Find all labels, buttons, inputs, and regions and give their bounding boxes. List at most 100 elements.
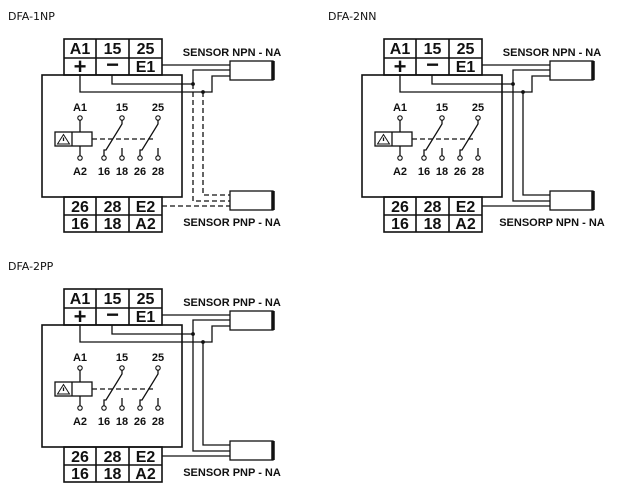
contact-25-label: 25	[152, 352, 164, 364]
terminal-point	[155, 155, 161, 161]
diagram-title: DFA-1NP	[8, 10, 55, 23]
wire-minus	[111, 75, 193, 85]
terminal-label: 16	[71, 466, 89, 483]
contact-15-label: 15	[116, 102, 128, 114]
warning-icon	[376, 133, 391, 145]
terminal-label: 28	[424, 199, 442, 216]
terminal-point	[439, 155, 445, 161]
terminal-label: A2	[455, 216, 476, 233]
terminal-label: 15	[424, 41, 442, 58]
terminal-point	[119, 405, 125, 411]
terminal-minus-label: −	[426, 52, 439, 77]
terminal-label: E2	[136, 199, 156, 216]
coil-a2-label: A2	[73, 166, 87, 178]
terminal-point	[77, 405, 83, 411]
terminal-label: 28	[104, 199, 122, 216]
terminal-point	[119, 155, 125, 161]
contact-15-label: 15	[116, 352, 128, 364]
terminal-label: E2	[136, 449, 156, 466]
switch-contact-2	[139, 120, 159, 156]
switch-contact-1	[103, 370, 123, 406]
terminal-label: E2	[456, 199, 476, 216]
terminal-point	[457, 155, 463, 161]
contact-25-label: 25	[152, 102, 164, 114]
wire-minus	[431, 75, 513, 85]
terminal-label: 15	[104, 41, 122, 58]
warning-icon	[56, 383, 71, 395]
terminal-plus-label: +	[74, 304, 87, 329]
terminal-label: E1	[456, 59, 476, 76]
terminal-label: 26	[71, 449, 89, 466]
contact-18-label: 18	[116, 166, 128, 178]
sensor-top-label: SENSOR PNP - NA	[183, 297, 281, 309]
contact-15-label: 15	[436, 102, 448, 114]
terminal-plus-label: +	[74, 54, 87, 79]
sensor-top	[229, 60, 274, 81]
terminal-label: 16	[71, 216, 89, 233]
terminal-label: 25	[137, 41, 155, 58]
terminal-point	[155, 405, 161, 411]
terminal-label: A2	[135, 466, 156, 483]
wire-sensor-bottom-positive	[202, 342, 230, 446]
switch-contact-2	[459, 120, 479, 156]
sensor-top	[229, 310, 274, 331]
terminal-label: A1	[70, 41, 91, 58]
coil-a1-label: A1	[73, 102, 87, 114]
terminal-point	[475, 115, 481, 121]
sensor-top-label: SENSOR NPN - NA	[503, 47, 601, 59]
sensor-bottom	[229, 440, 274, 461]
diagram-title: DFA-2PP	[8, 260, 54, 273]
terminal-point	[119, 115, 125, 121]
terminal-point	[77, 115, 83, 121]
terminal-label: 28	[104, 449, 122, 466]
wire-sensor-top-negative	[192, 69, 230, 84]
terminal-label: E1	[136, 309, 156, 326]
wire-plus	[399, 75, 550, 93]
switch-contact-1	[103, 120, 123, 156]
terminal-label: E1	[136, 59, 156, 76]
terminal-label: 18	[424, 216, 442, 233]
sensor-top-label: SENSOR NPN - NA	[183, 47, 281, 59]
terminal-label: A1	[390, 41, 411, 58]
warning-icon	[56, 133, 71, 145]
terminal-point	[137, 405, 143, 411]
terminal-point	[77, 365, 83, 371]
sensor-bottom-label: SENSOR PNP - NA	[183, 217, 281, 229]
coil-a1-label: A1	[393, 102, 407, 114]
contact-18-label: 18	[116, 416, 128, 428]
contact-18-label: 18	[436, 166, 448, 178]
terminal-point	[101, 405, 107, 411]
contact-16-label: 16	[98, 166, 110, 178]
wire-sensor-bottom-negative	[192, 334, 230, 452]
terminal-point	[439, 115, 445, 121]
wire-sensor-top-negative	[512, 69, 550, 84]
terminal-plus-label: +	[394, 54, 407, 79]
switch-contact-2	[139, 370, 159, 406]
wire-sensor-top-negative	[192, 319, 230, 334]
terminal-point	[119, 365, 125, 371]
terminal-label: 26	[391, 199, 409, 216]
terminal-label: 18	[104, 466, 122, 483]
terminal-point	[137, 155, 143, 161]
sensor-bottom	[549, 190, 594, 211]
diagram-title: DFA-2NN	[328, 10, 377, 23]
terminal-point	[397, 115, 403, 121]
terminal-label: A2	[135, 216, 156, 233]
terminal-point	[421, 155, 427, 161]
wire-sensor-bottom-negative	[512, 84, 550, 202]
terminal-label: 26	[71, 199, 89, 216]
contact-26-label: 26	[134, 166, 146, 178]
contact-25-label: 25	[472, 102, 484, 114]
wire-sensor-bottom-negative	[192, 84, 230, 202]
wire-plus	[79, 325, 230, 343]
terminal-point	[475, 155, 481, 161]
terminal-label: 15	[104, 291, 122, 308]
